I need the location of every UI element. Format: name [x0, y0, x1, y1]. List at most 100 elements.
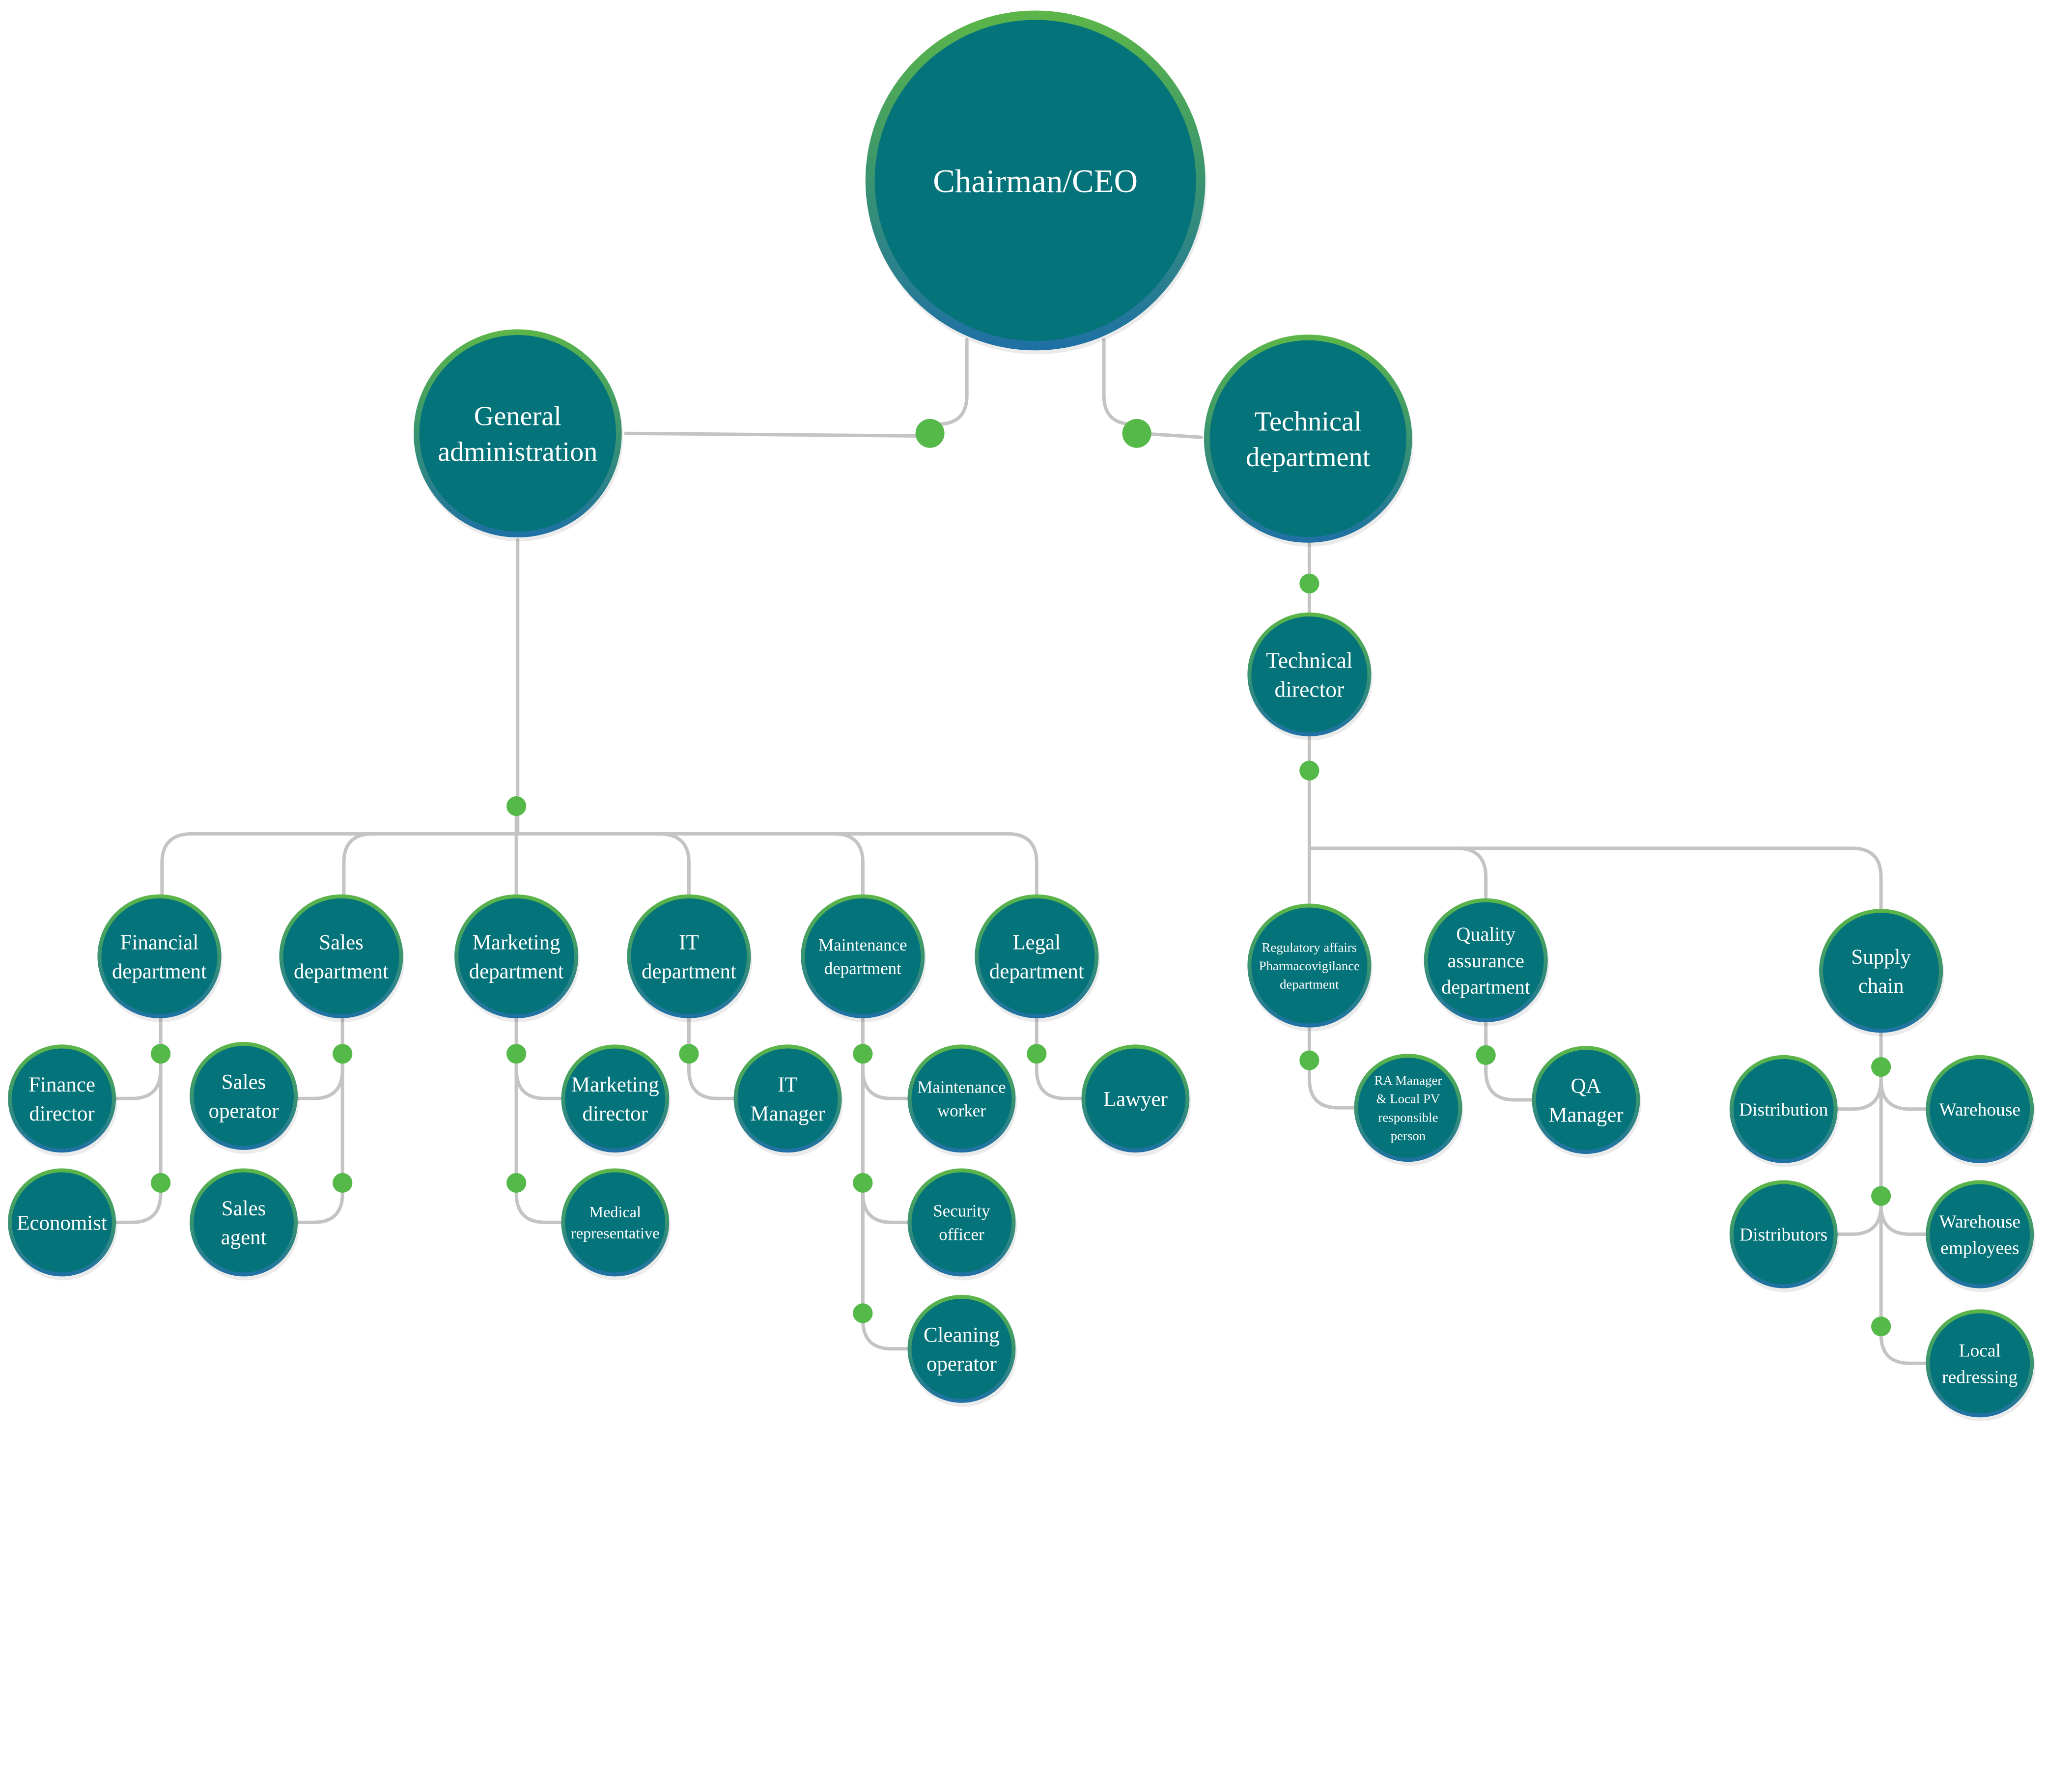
- connector-branch-local-redressing: [1879, 1324, 1928, 1365]
- node-label: administration: [438, 437, 597, 467]
- node-label: director: [583, 1102, 648, 1125]
- connector-ceo-to-technical-department: [1102, 338, 1203, 439]
- node-circle: [458, 898, 575, 1014]
- node-label: Distribution: [1739, 1100, 1828, 1120]
- node-sales-agent: Sales agent: [190, 1168, 299, 1281]
- node-label: responsible: [1378, 1110, 1438, 1124]
- junction-dot: [1122, 419, 1151, 448]
- node-label: Pharmacovigilance: [1259, 958, 1360, 973]
- junction-dot: [853, 1044, 873, 1064]
- node-label: officer: [939, 1225, 984, 1244]
- node-label: agent: [221, 1226, 267, 1249]
- node-label: Quality: [1456, 923, 1515, 945]
- node-circle: [1358, 1058, 1458, 1158]
- junction-dot: [333, 1044, 353, 1064]
- node-label: Maintenance: [818, 935, 907, 954]
- node-circle: [1251, 907, 1368, 1024]
- node-lawyer: Lawyer: [1081, 1044, 1191, 1157]
- connector-branch-finance-director: [114, 1052, 163, 1100]
- node-label: redressing: [1942, 1367, 2018, 1387]
- connector-branch-warehouse-employees: [1879, 1194, 1928, 1236]
- junction-dot: [853, 1303, 873, 1323]
- node-label: department: [989, 960, 1084, 983]
- node-technical-director: Technical director: [1247, 612, 1373, 740]
- connector-ceo-to-general-administration: [624, 338, 969, 438]
- junction-dot: [506, 796, 527, 816]
- node-label: Regulatory affairs: [1262, 940, 1357, 954]
- node-label: assurance: [1448, 950, 1524, 972]
- junction-dot: [151, 1173, 171, 1193]
- junction-dot: [1299, 1050, 1319, 1070]
- junction-dot: [1871, 1316, 1891, 1337]
- node-circle: [1930, 1184, 2030, 1285]
- node-warehouse: Warehouse: [1926, 1055, 2035, 1167]
- node-label: Marketing: [473, 931, 561, 954]
- node-circle: [565, 1172, 666, 1273]
- junction-dot: [1299, 760, 1319, 781]
- junction-dots: [151, 419, 1891, 1337]
- connector-branch-medical-representative: [514, 1181, 563, 1224]
- node-circle: [1209, 340, 1406, 537]
- junction-dot: [333, 1173, 353, 1193]
- node-circle: [911, 1298, 1012, 1399]
- node-label: Technical: [1266, 647, 1353, 672]
- node-label: Distributors: [1739, 1225, 1827, 1245]
- node-circle: [565, 1048, 666, 1149]
- connector-branch-sales-agent: [296, 1181, 344, 1224]
- node-label: Supply: [1851, 946, 1911, 969]
- node-label: Warehouse: [1939, 1212, 2020, 1232]
- connector-branch-warehouse: [1879, 1065, 1928, 1111]
- org-nodes: Chairman/CEO General administrationTechnic…: [8, 10, 2035, 1422]
- connector-drop-legal-department: [1006, 832, 1038, 896]
- connector-drop-it-department: [657, 832, 691, 896]
- junction-dot: [506, 1173, 527, 1193]
- connector-drop-maintenance-department: [832, 832, 865, 896]
- node-circle: [979, 898, 1095, 1014]
- node-circle: [194, 1172, 294, 1273]
- junction-dot: [1476, 1045, 1496, 1065]
- node-label: Maintenance: [917, 1077, 1006, 1096]
- node-label: representative: [571, 1224, 660, 1242]
- node-label: worker: [937, 1101, 986, 1120]
- junction-dot: [1871, 1057, 1891, 1077]
- node-label: Cleaning: [924, 1323, 1000, 1346]
- connector-legal-department-stem: [1035, 1016, 1083, 1100]
- node-ceo: Chairman/CEO: [865, 10, 1207, 355]
- node-label: operator: [209, 1099, 279, 1122]
- node-distribution: Distribution: [1729, 1055, 1839, 1167]
- node-circle: [101, 898, 218, 1014]
- node-circle: [1536, 1050, 1636, 1150]
- node-label: General: [474, 401, 561, 432]
- node-label: Financial: [120, 931, 199, 954]
- node-circle: [874, 20, 1196, 341]
- connector-quality-assurance-stem: [1484, 1020, 1534, 1102]
- connector-branch-maintenance-worker: [861, 1052, 909, 1100]
- junction-dot: [1299, 573, 1319, 594]
- node-circle: [1085, 1048, 1186, 1149]
- node-label: department: [1441, 976, 1530, 998]
- connector-lines: [114, 338, 1928, 1365]
- node-label: QA: [1571, 1075, 1601, 1098]
- node-label: Manager: [1548, 1104, 1623, 1127]
- junction-dot: [151, 1044, 171, 1064]
- node-label: director: [1274, 676, 1344, 701]
- junction-dot: [853, 1173, 873, 1193]
- node-label: RA Manager: [1374, 1073, 1442, 1088]
- node-label: Local: [1959, 1341, 2001, 1361]
- junction-dot: [506, 1044, 527, 1064]
- node-label: Sales: [222, 1197, 266, 1220]
- junction-dot: [1027, 1044, 1047, 1064]
- node-circle: [1428, 902, 1544, 1018]
- node-distributors: Distributors: [1729, 1180, 1839, 1292]
- node-general-administration: General administration: [413, 329, 623, 542]
- connector-drop-financial-department: [160, 832, 194, 896]
